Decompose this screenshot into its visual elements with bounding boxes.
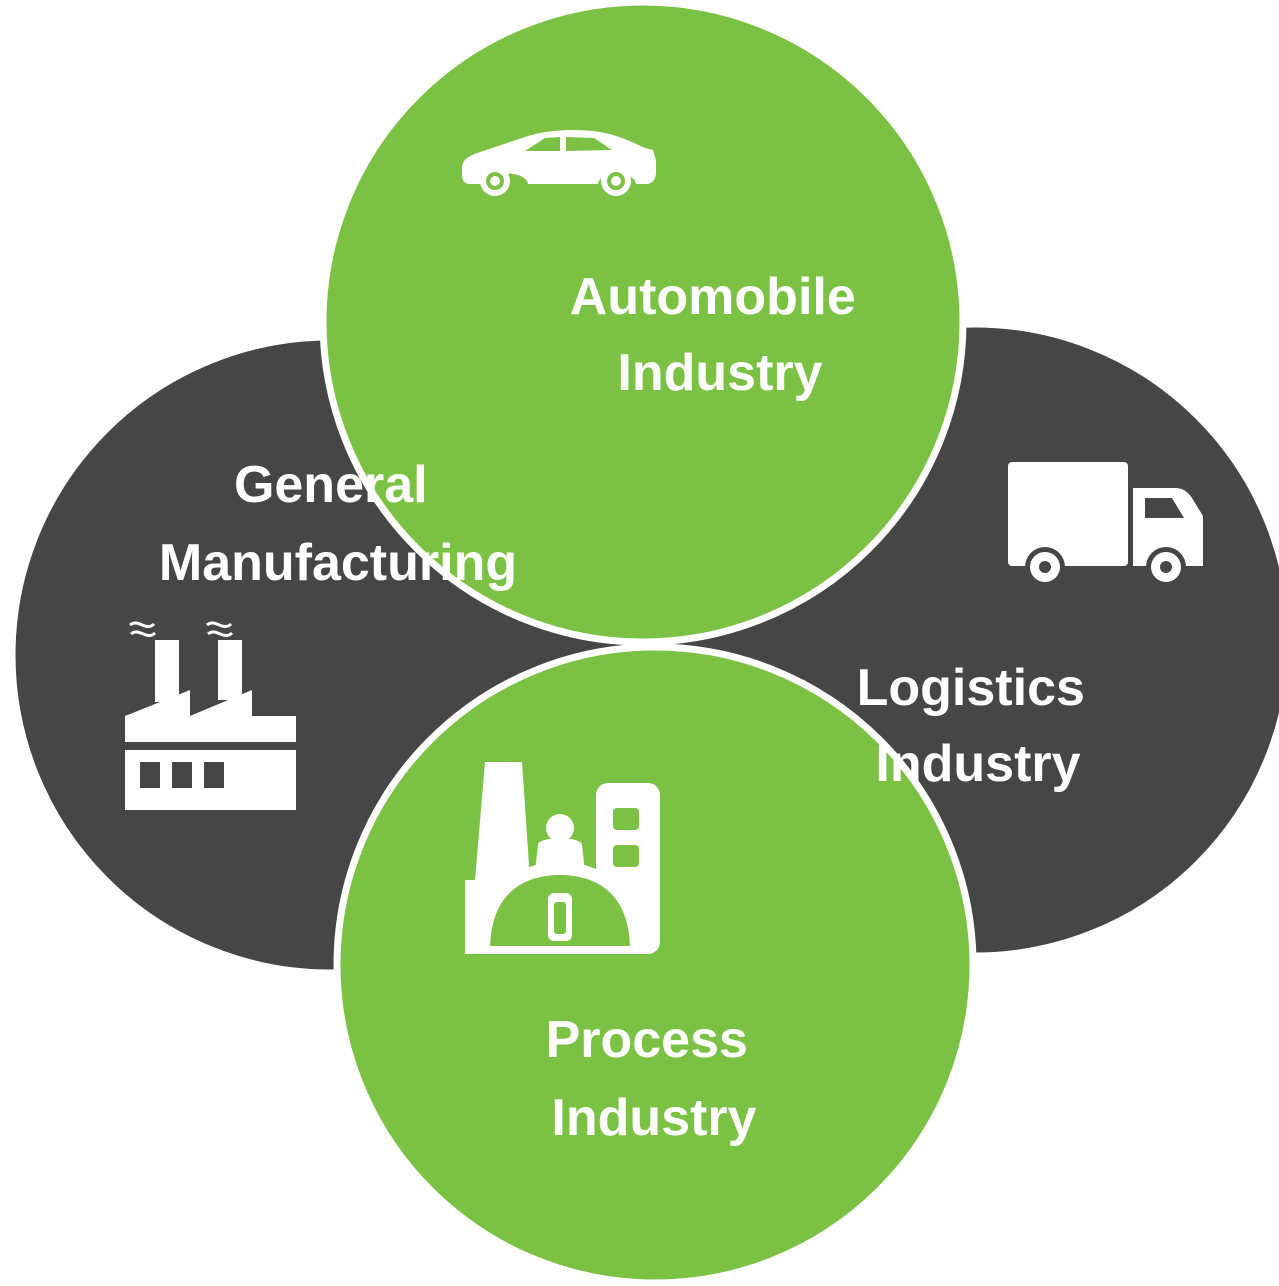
process-label-line2: Industry bbox=[551, 1089, 756, 1147]
process-label: Process Industry bbox=[546, 1011, 763, 1147]
logistics-label-line2: Industry bbox=[875, 735, 1080, 793]
automobile-label-line2: Industry bbox=[617, 344, 822, 402]
general-manufacturing-label-line2: Manufacturing bbox=[159, 534, 517, 592]
general-manufacturing-label: General Manufacturing bbox=[159, 456, 517, 592]
logistics-label-line1: Logistics bbox=[857, 659, 1085, 717]
logistics-label: Logistics Industry bbox=[857, 659, 1100, 793]
factory-icon bbox=[125, 621, 296, 810]
refinery-icon bbox=[465, 762, 660, 954]
truck-icon bbox=[1008, 462, 1203, 587]
automobile-label: Automobile Industry bbox=[570, 268, 870, 402]
process-label-line1: Process bbox=[546, 1011, 748, 1069]
general-manufacturing-label-line1: General bbox=[234, 456, 428, 514]
car-icon bbox=[462, 129, 656, 196]
automobile-label-line1: Automobile bbox=[570, 268, 856, 326]
